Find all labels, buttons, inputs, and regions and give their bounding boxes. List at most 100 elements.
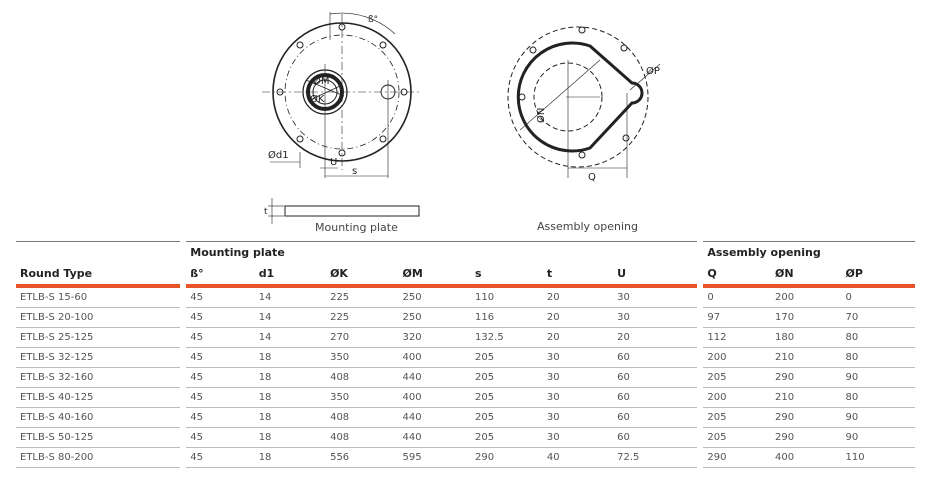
cell-n: 170 — [770, 307, 842, 328]
cell-p: 90 — [841, 407, 915, 428]
cell-u: 60 — [613, 367, 701, 388]
cell-s: 205 — [471, 387, 543, 408]
cell-p: 0 — [841, 286, 915, 308]
cell-p: 80 — [841, 327, 915, 348]
cell-u: 60 — [613, 387, 701, 408]
cell-round-type: ETLB-S 32-125 — [16, 347, 184, 368]
cell-q: 290 — [697, 447, 771, 468]
cell-m: 440 — [398, 407, 472, 428]
cell-d1: 18 — [254, 387, 327, 408]
col-q: Q — [697, 262, 771, 288]
col-n: ØN — [770, 262, 842, 288]
cell-k: 408 — [326, 367, 399, 388]
cell-t: 30 — [542, 367, 614, 388]
cell-t: 40 — [542, 447, 614, 468]
cell-s: 205 — [471, 427, 543, 448]
cell-k: 225 — [326, 307, 399, 328]
cell-round-type: ETLB-S 25-125 — [16, 327, 184, 348]
cell-d1: 14 — [254, 327, 327, 348]
cell-s: 205 — [471, 407, 543, 428]
assembly-opening-drawing — [507, 26, 661, 178]
group-header-empty — [16, 241, 184, 262]
col-s: s — [471, 262, 543, 288]
cell-d1: 18 — [254, 427, 327, 448]
cell-s: 205 — [471, 367, 543, 388]
cell-n: 400 — [770, 447, 842, 468]
cell-n: 290 — [770, 407, 842, 428]
cell-q: 205 — [697, 367, 771, 388]
cell-t: 20 — [542, 286, 614, 308]
cell-beta: 45 — [180, 307, 255, 328]
cell-round-type: ETLB-S 50-125 — [16, 427, 184, 448]
cell-u: 30 — [613, 307, 701, 328]
cell-beta: 45 — [180, 286, 255, 308]
cell-u: 60 — [613, 347, 701, 368]
cell-k: 408 — [326, 427, 399, 448]
cell-u: 60 — [613, 427, 701, 448]
cell-u: 72.5 — [613, 447, 701, 468]
cell-beta: 45 — [180, 407, 255, 428]
cell-m: 320 — [398, 327, 472, 348]
dimensions-table: Mounting plate Assembly opening Round Ty… — [16, 241, 915, 468]
cell-k: 408 — [326, 407, 399, 428]
cell-s: 116 — [471, 307, 543, 328]
cell-n: 180 — [770, 327, 842, 348]
col-u: U — [613, 262, 701, 288]
cell-round-type: ETLB-S 40-160 — [16, 407, 184, 428]
cell-m: 440 — [398, 367, 472, 388]
cell-beta: 45 — [180, 387, 255, 408]
cell-k: 350 — [326, 347, 399, 368]
cell-p: 90 — [841, 427, 915, 448]
column-header-row: Round Type ß° d1 ØK ØM s t U Q ØN ØP — [16, 262, 915, 288]
label-s: s — [352, 166, 357, 177]
cell-m: 250 — [398, 307, 472, 328]
col-t: t — [542, 262, 614, 288]
cell-p: 90 — [841, 367, 915, 388]
cell-m: 595 — [398, 447, 472, 468]
label-k: ØK — [310, 93, 325, 105]
cell-k: 225 — [326, 286, 399, 308]
cell-p: 70 — [841, 307, 915, 328]
cell-d1: 18 — [254, 367, 327, 388]
cell-s: 132.5 — [471, 327, 543, 348]
cell-beta: 45 — [180, 367, 255, 388]
col-k: ØK — [326, 262, 399, 288]
col-m: ØM — [398, 262, 472, 288]
cell-beta: 45 — [180, 327, 255, 348]
cell-t: 30 — [542, 387, 614, 408]
cell-round-type: ETLB-S 15-60 — [16, 286, 184, 308]
cell-d1: 18 — [254, 447, 327, 468]
cell-q: 200 — [697, 347, 771, 368]
label-beta: ß° — [368, 15, 378, 25]
cell-k: 350 — [326, 387, 399, 408]
col-d1: d1 — [254, 262, 327, 288]
cell-m: 440 — [398, 427, 472, 448]
cell-u: 20 — [613, 327, 701, 348]
label-p: ØP — [646, 65, 660, 77]
cell-beta: 45 — [180, 347, 255, 368]
cell-beta: 45 — [180, 447, 255, 468]
group-header-assembly: Assembly opening — [697, 241, 915, 262]
cell-round-type: ETLB-S 20-100 — [16, 307, 184, 328]
cell-d1: 18 — [254, 347, 327, 368]
cell-n: 210 — [770, 387, 842, 408]
label-m: ØM — [313, 75, 330, 87]
cell-q: 205 — [697, 407, 771, 428]
cell-t: 30 — [542, 427, 614, 448]
cell-beta: 45 — [180, 427, 255, 448]
technical-drawings: ß° ØM ØK Ød1 U s t ØP ØN Q — [262, 12, 661, 224]
col-beta: ß° — [180, 262, 255, 288]
label-n: ØN — [535, 108, 547, 123]
cell-p: 80 — [841, 347, 915, 368]
caption-mounting-plate: Mounting plate — [315, 221, 398, 234]
cell-s: 205 — [471, 347, 543, 368]
cell-n: 290 — [770, 427, 842, 448]
cell-t: 30 — [542, 407, 614, 428]
